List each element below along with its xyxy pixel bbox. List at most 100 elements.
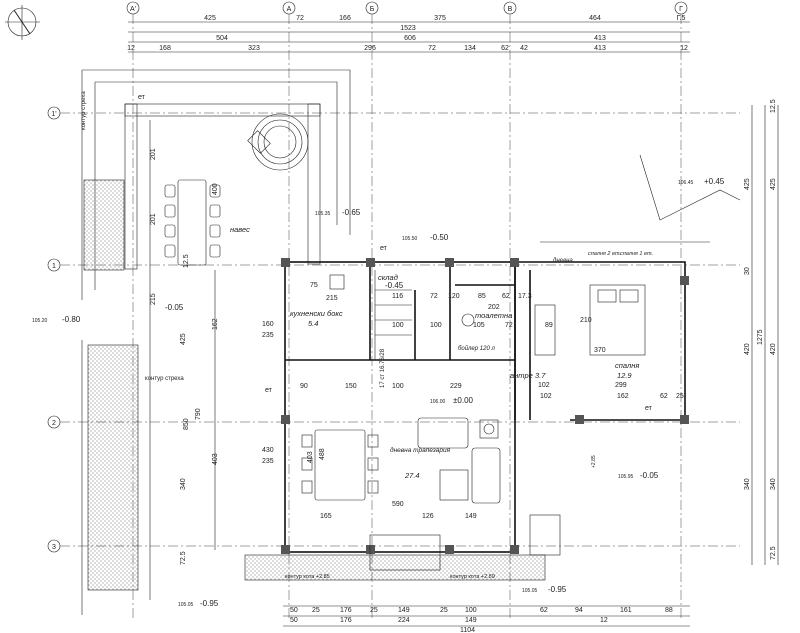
level-ref: 106.45 [678, 180, 694, 186]
dim-label: 150 [345, 383, 357, 390]
level-ref: 106.00 [430, 399, 446, 405]
dim-label: 72 [428, 45, 436, 52]
room-area-kitchen: 5.4 [308, 319, 318, 328]
dim-label: 94 [575, 607, 583, 614]
note-eave-contour: контур стреха [81, 91, 87, 130]
dim-label: 116 [392, 293, 403, 300]
dim-label: 102 [540, 393, 552, 400]
dim-label: 149 [398, 607, 410, 614]
room-label-kitchen: кухненски бокс [290, 309, 343, 318]
dim-label: 425 [204, 15, 216, 22]
note-stairs: 17 ст 16.76/28 [380, 348, 386, 388]
note-contour-level: контур кота +2.89 [450, 574, 495, 580]
dim-label: 12.5 [770, 99, 777, 113]
dim-label: 168 [159, 45, 171, 52]
dim-label: 120 [448, 293, 460, 300]
dim-label: 488 [319, 448, 326, 460]
room-label-living: дневна трапезария [390, 446, 451, 454]
room-label-spalnya-1: спалня 1 ет. [620, 251, 653, 257]
north-arrow-icon [5, 5, 40, 40]
axis-label: 1 [52, 263, 56, 270]
dim-label: 323 [248, 45, 260, 52]
dim-label: 25 [676, 393, 684, 400]
dim-label: 299 [615, 382, 627, 389]
pergola-frame [124, 103, 321, 270]
dim-label: 425 [744, 178, 751, 190]
left-dimensions: 201 400 201 12.5 215 162 425 790 850 403… [149, 120, 219, 600]
dim-label: 62 [501, 45, 509, 52]
dim-label: 425 [180, 333, 187, 345]
dim-label: 215 [150, 293, 157, 305]
dim-label: 89 [545, 322, 553, 329]
level-mark: -0.05 [640, 471, 659, 480]
axis-label: 1' [51, 111, 56, 118]
dim-label: 1523 [400, 25, 416, 32]
dim-label: 72 [505, 322, 513, 329]
dim-label: 790 [195, 408, 202, 420]
note-level: +2.85 [591, 455, 597, 468]
dim-label: 340 [770, 478, 777, 490]
dim-label: 176 [340, 617, 352, 624]
dim-label: 162 [212, 318, 219, 330]
dim-label: 420 [744, 343, 751, 355]
dim-label: 1275 [757, 329, 764, 345]
dim-label: 62 [540, 607, 548, 614]
right-dimensions: 12.5 425 420 1275 340 72.5 425 30 420 34… [744, 99, 779, 565]
room-label-naves: навес [230, 225, 250, 234]
level-marks: -0.65 105.35 -0.50 105.50 -0.45 -0.05 -0… [32, 177, 725, 608]
bottom-dimensions: 50 25 176 25 149 25 100 62 94 161 88 50 … [283, 605, 690, 633]
axis-label: 2 [52, 420, 56, 427]
note-contour-level: контур кота +2.85 [285, 574, 330, 580]
dim-label: 160 [262, 321, 274, 328]
kitchen-stairs [329, 270, 475, 360]
dim-label: 149 [465, 513, 477, 520]
dim-label: 88 [665, 607, 673, 614]
dim-label: 1104 [460, 627, 475, 633]
room-label-antre: антре [510, 371, 533, 380]
axis-label: Б [370, 6, 375, 13]
dim-label: 400 [212, 183, 219, 195]
dim-label: 12 [127, 45, 135, 52]
inner-dimensions: 75 215 116 72 120 85 62 17.3 202 100 100… [262, 282, 684, 520]
dim-label: 72.5 [770, 546, 777, 560]
dim-label: 50 [290, 617, 298, 624]
dim-label: 72 [296, 15, 304, 22]
grid-lines [60, 14, 740, 620]
porch-outline [540, 154, 741, 243]
dim-label: 134 [464, 45, 476, 52]
axis-label: 3 [52, 544, 56, 551]
note-et: ет [380, 245, 388, 252]
dim-label: 42 [520, 45, 528, 52]
note-et: ет [138, 94, 146, 101]
room-label-spalnya-2: спалня 2 ет. [588, 251, 621, 257]
level-mark: -0.95 [200, 599, 219, 608]
axis-label: Г [679, 6, 683, 13]
dim-label: 12.5 [183, 254, 190, 268]
dim-label: 464 [589, 15, 601, 22]
dim-label: 504 [216, 35, 228, 42]
dim-label: 229 [450, 383, 462, 390]
dim-label: 12 [680, 45, 688, 52]
dim-label: 590 [392, 501, 404, 508]
room-label-boiler: бойлер 120 л [458, 345, 495, 352]
level-mark: -0.45 [385, 281, 404, 290]
dim-label: 100 [430, 322, 442, 329]
dim-label: 12 [600, 617, 608, 624]
dim-label: 149 [465, 617, 477, 624]
dim-label: 72.5 [180, 551, 187, 565]
level-mark: -0.05 [165, 303, 184, 312]
dim-label: 25 [312, 607, 320, 614]
room-area-antre: 3.7 [535, 371, 546, 380]
dim-label: 100 [392, 383, 404, 390]
level-ref: 105.95 [618, 474, 634, 480]
level-mark: -0.95 [548, 585, 567, 594]
axis-label: В [508, 6, 513, 13]
level-mark: -0.50 [430, 233, 449, 242]
room-label-sklad: склад [378, 273, 398, 282]
terrace-hatch [83, 179, 125, 271]
terrace-hatch [87, 344, 139, 591]
dim-label: 72 [430, 293, 438, 300]
axis-label: А' [130, 6, 136, 13]
dim-label: 75 [310, 282, 318, 289]
dim-label: 105 [473, 322, 485, 329]
